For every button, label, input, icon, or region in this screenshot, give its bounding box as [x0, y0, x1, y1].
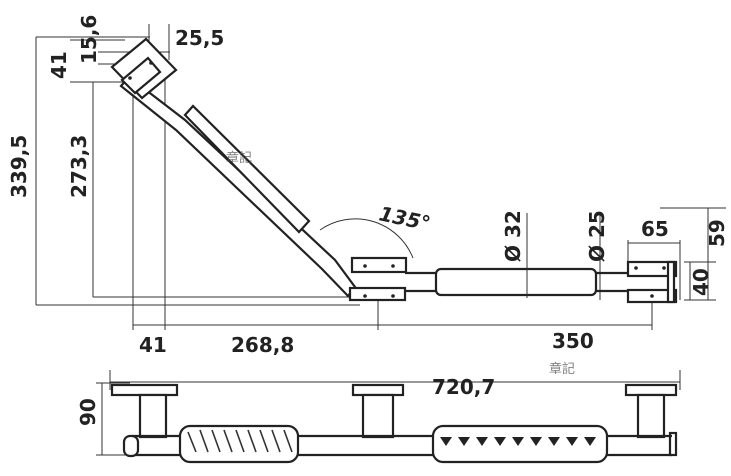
end-flange	[626, 260, 678, 304]
dim-depth: 90	[76, 398, 100, 426]
dim-total-height: 339,5	[7, 135, 31, 198]
angled-bar	[110, 37, 357, 298]
bend-flange	[348, 256, 408, 302]
dim-flange-width: 25,5	[175, 26, 224, 50]
dim-end-height-inner: 40	[689, 268, 713, 296]
dim-horizontal-run: 268,8	[231, 333, 294, 357]
side-view-bar	[110, 383, 678, 464]
dim-end-width: 65	[641, 217, 669, 241]
dim-straight-length: 350	[552, 329, 594, 353]
dim-diameter-32: Ø 32	[501, 210, 525, 262]
dim-angle: 135°	[377, 201, 433, 235]
dim-overall-length: 720,7	[432, 375, 495, 399]
dim-upper-height: 273,3	[67, 135, 91, 198]
dim-flange-offset: 15,6	[77, 15, 101, 64]
dim-diameter-25: Ø 25	[585, 210, 609, 262]
dim-end-height: 59	[705, 219, 729, 247]
watermark-top: 章記	[226, 150, 252, 166]
side-dimension-lines	[96, 370, 681, 456]
dim-left-offset: 41	[139, 333, 167, 357]
dim-flange-height: 41	[47, 51, 71, 79]
watermark-bottom: 章記	[549, 361, 575, 377]
straight-bar	[405, 267, 630, 297]
top-flange-cup	[120, 56, 162, 95]
